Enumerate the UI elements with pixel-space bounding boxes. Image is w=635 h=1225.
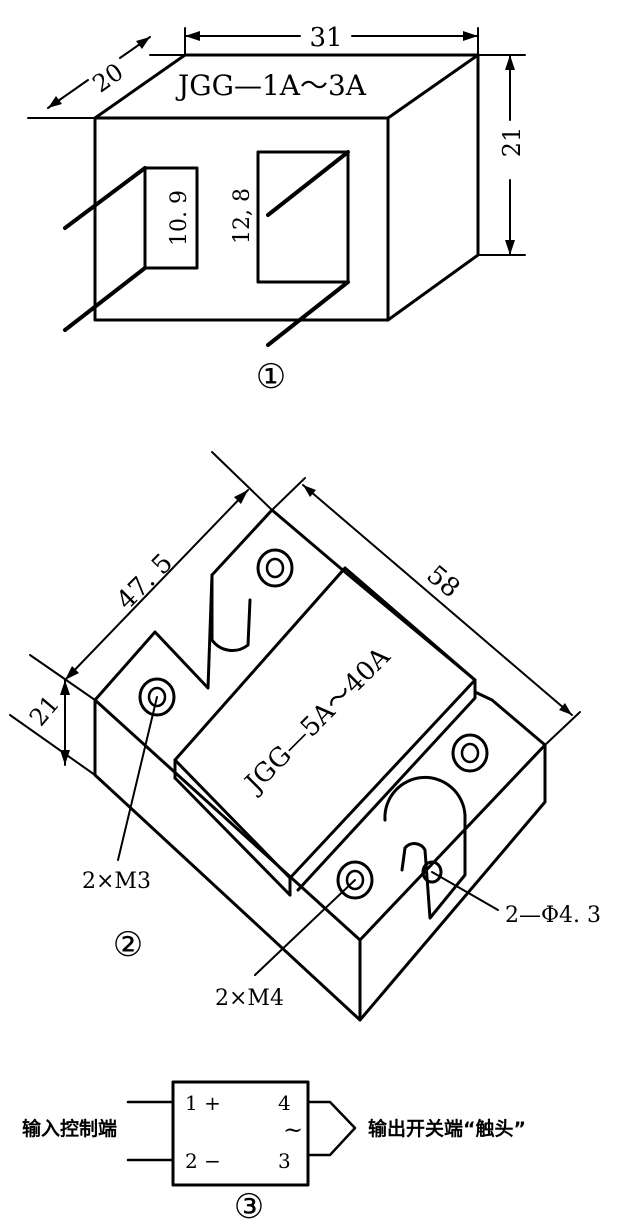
pin-3: 3 <box>278 1149 291 1173</box>
left-u-slot <box>210 573 252 652</box>
dim-left-lines <box>29 451 273 701</box>
dim-width-lines <box>184 27 479 56</box>
dim-depth-lines <box>27 36 186 119</box>
figure-2-number: ② <box>113 925 143 965</box>
screw-hole-bottom <box>336 860 374 900</box>
figure-3-number: ③ <box>234 1187 264 1225</box>
wire-1-top <box>63 166 147 230</box>
figure-2-large-relay: JGG—5A～40A 47. 5 58 21 2×M3 2×M4 2—Φ4. 3… <box>9 451 601 1022</box>
dim-height2-label: 21 <box>24 690 65 731</box>
dim-right-label: 58 <box>421 560 466 604</box>
callout-hole: 2—Φ4. 3 <box>505 903 601 928</box>
callout-hole-leader <box>431 871 499 911</box>
raised-block-step <box>173 776 292 897</box>
fig1-model-label: JGG—1A～3A <box>175 69 367 102</box>
pin-4: 4 <box>278 1091 291 1115</box>
body-outline <box>93 508 547 1022</box>
pin-2: 2 − <box>185 1149 221 1173</box>
figure-3-wiring: 1 + 2 − 4 3 ~ 输入控制端 输出开关端“触头” ③ <box>22 1080 526 1225</box>
output-leads <box>306 1100 357 1157</box>
dim-right-lines <box>271 477 581 746</box>
dim-depth-arrows <box>48 37 150 108</box>
mounting-hole <box>421 860 443 884</box>
output-switch-label: 输出开关端“触头” <box>368 1117 526 1140</box>
box-top-face <box>93 53 480 120</box>
relay-symbol-box <box>171 1080 310 1187</box>
wire-2-bottom <box>266 280 350 347</box>
fig2-model-label: JGG—5A～40A <box>238 641 397 800</box>
dim-left-label: 47. 5 <box>111 548 179 616</box>
figure-1-number: ① <box>256 357 286 397</box>
callout-m3: 2×M3 <box>82 869 151 894</box>
slot-1-dim: 10. 9 <box>167 190 192 246</box>
dim-height2-lines <box>9 679 96 776</box>
tilde-symbol: ~ <box>283 1116 303 1144</box>
wire-1-bottom <box>63 266 147 332</box>
wire-2-top <box>266 150 350 217</box>
callout-m3-leader <box>117 696 158 861</box>
input-control-label: 输入控制端 <box>22 1117 117 1140</box>
figure-1-small-relay: 31 20 21 JGG—1A～3A 10. 9 12, 8 ① <box>27 23 526 397</box>
slot-2-dim: 12, 8 <box>230 188 255 244</box>
pin-1: 1 + <box>185 1091 221 1115</box>
dim-width-label: 31 <box>309 23 342 53</box>
screw-hole-top <box>256 548 294 588</box>
screw-hole-left <box>138 677 176 717</box>
callout-m4: 2×M4 <box>215 986 284 1011</box>
raised-block-edges <box>173 678 477 897</box>
box-side-face <box>386 53 480 322</box>
right-u-slot <box>383 776 467 920</box>
screw-hole-right <box>451 733 489 773</box>
dim-height-lines <box>477 54 526 256</box>
callout-m4-leader <box>254 879 356 976</box>
dim-depth-label: 20 <box>87 58 128 98</box>
input-leads <box>126 1100 175 1162</box>
slot-2 <box>256 150 350 284</box>
dim-height-label: 21 <box>498 127 526 158</box>
